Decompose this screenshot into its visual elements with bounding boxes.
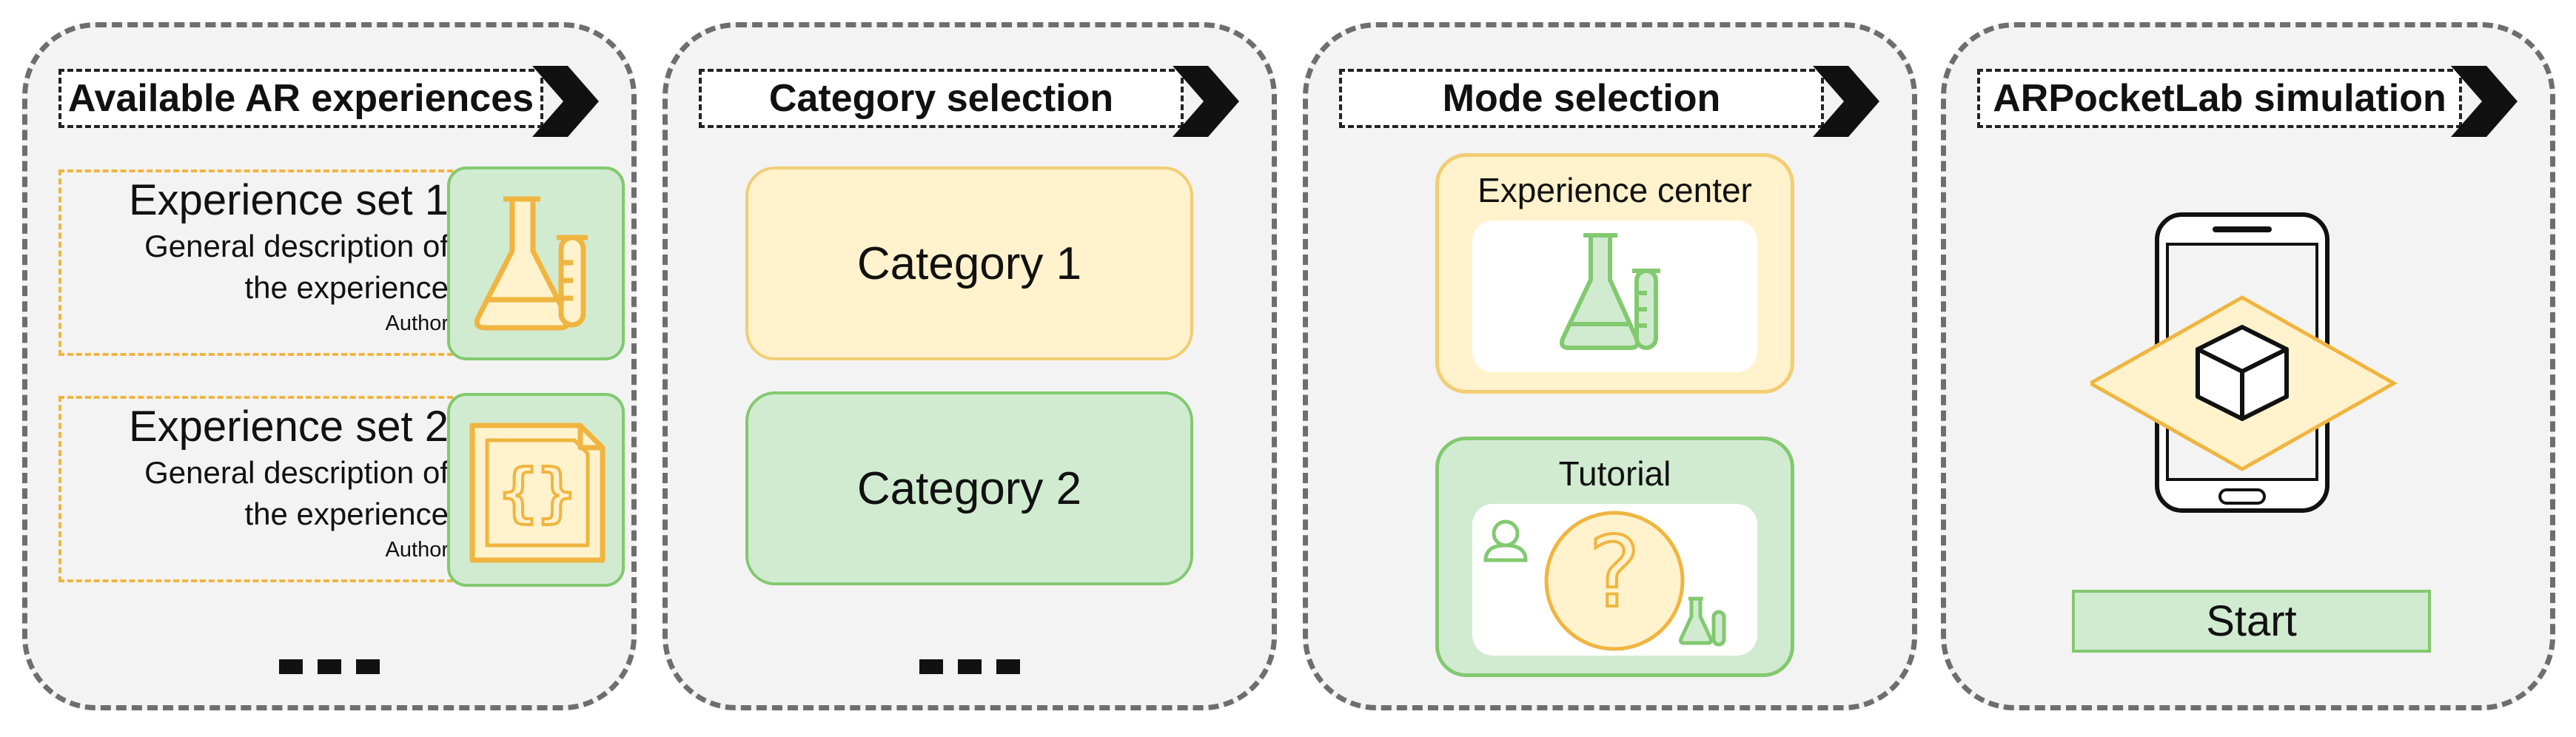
panel-category-selection: Category selection Category 1 Category 2 <box>663 22 1277 710</box>
experience-thumbnail-2[interactable]: {} <box>447 393 625 587</box>
experience-description: the experience <box>244 270 449 305</box>
experience-description: General description of <box>144 455 449 490</box>
experience-card-2[interactable]: Experience set 2 General description of … <box>58 396 462 582</box>
panel-title: Available AR experiences <box>58 69 543 128</box>
help-icon: ? <box>1587 514 1642 631</box>
flask-icon <box>474 196 588 331</box>
smartphone-ar-illustration <box>2090 212 2398 513</box>
mode-preview: ? <box>1472 504 1757 656</box>
panel-title: Mode selection <box>1339 69 1824 128</box>
panel-header: Available AR experiences <box>58 66 599 137</box>
start-button[interactable]: Start <box>2072 590 2431 653</box>
help-illustration <box>1483 511 1726 651</box>
mode-experience-center-button[interactable]: Experience center <box>1435 153 1794 394</box>
experience-author: Author <box>385 312 449 335</box>
panel-title: Category selection <box>699 69 1184 128</box>
mode-tutorial-button[interactable]: Tutorial ? <box>1435 437 1794 677</box>
category-2-button[interactable]: Category 2 <box>745 391 1193 585</box>
chevron-right-icon <box>2451 66 2518 137</box>
category-1-button[interactable]: Category 1 <box>745 166 1193 360</box>
panel-header: Category selection <box>699 66 1239 137</box>
chevron-right-icon <box>1813 66 1879 137</box>
panel-simulation: ARPocketLab simulation Start <box>1941 22 2555 710</box>
panel-header: ARPocketLab simulation <box>1977 66 2518 137</box>
mode-label: Tutorial <box>1558 454 1671 493</box>
flask-icon <box>1560 233 1660 350</box>
more-items-indicator <box>919 659 1020 674</box>
panel-available-experiences: Available AR experiences Experience set … <box>22 22 637 710</box>
mode-label: Experience center <box>1477 171 1752 209</box>
mode-preview <box>1472 221 1757 372</box>
panel-mode-selection: Mode selection Experience center Tutoria… <box>1303 22 1917 710</box>
more-items-indicator <box>279 659 380 674</box>
experience-description: the experience <box>244 497 449 531</box>
experience-author: Author <box>385 538 449 562</box>
code-file-icon: {} <box>469 423 606 563</box>
experience-description: General description of <box>144 229 449 263</box>
svg-text:{}: {} <box>499 456 576 530</box>
experience-card-1[interactable]: Experience set 1 General description of … <box>58 169 462 356</box>
experience-thumbnail-1[interactable] <box>447 166 625 360</box>
chevron-right-icon <box>1173 66 1239 137</box>
panel-header: Mode selection <box>1339 66 1879 137</box>
panel-title: ARPocketLab simulation <box>1977 69 2462 128</box>
chevron-right-icon <box>532 66 599 137</box>
experience-title: Experience set 1 <box>128 176 449 224</box>
experience-title: Experience set 2 <box>128 403 449 451</box>
